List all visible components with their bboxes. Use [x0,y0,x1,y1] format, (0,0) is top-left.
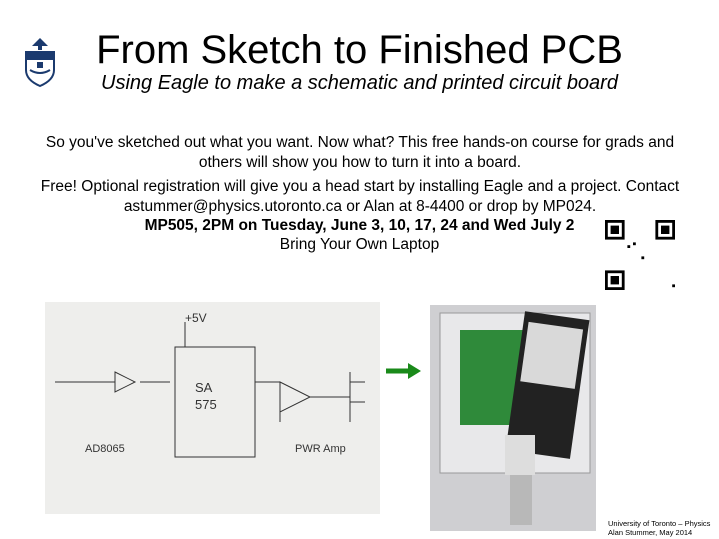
university-crest-logo [20,36,60,88]
svg-text:AD8065: AD8065 [85,443,125,455]
registration-paragraph: Free! Optional registration will give yo… [40,178,680,215]
footer-credit: University of Toronto – Physics Alan Stu… [608,519,710,537]
footer-line-2: Alan Stummer, May 2014 [608,528,693,537]
footer-line-1: University of Toronto – Physics [608,519,711,528]
svg-text:575: 575 [195,397,217,412]
svg-text:+5V: +5V [185,311,207,325]
svg-text:PWR Amp: PWR Amp [295,443,346,455]
finished-pcb-photo [430,305,596,531]
svg-text:SA: SA [195,380,213,395]
page-title: From Sketch to Finished PCB [96,28,623,72]
bring-laptop-note: Bring Your Own Laptop [279,236,440,253]
schedule: MP505, 2PM on Tuesday, June 3, 10, 17, 2… [144,217,575,234]
qr-code [605,220,675,290]
arrow-icon [386,362,422,380]
intro-paragraph: So you've sketched out what you want. No… [45,134,675,171]
hand-sketch-image: +5V SA 575 PWR Amp AD8065 [45,302,380,514]
subtitle: Using Eagle to make a schematic and prin… [101,72,618,94]
